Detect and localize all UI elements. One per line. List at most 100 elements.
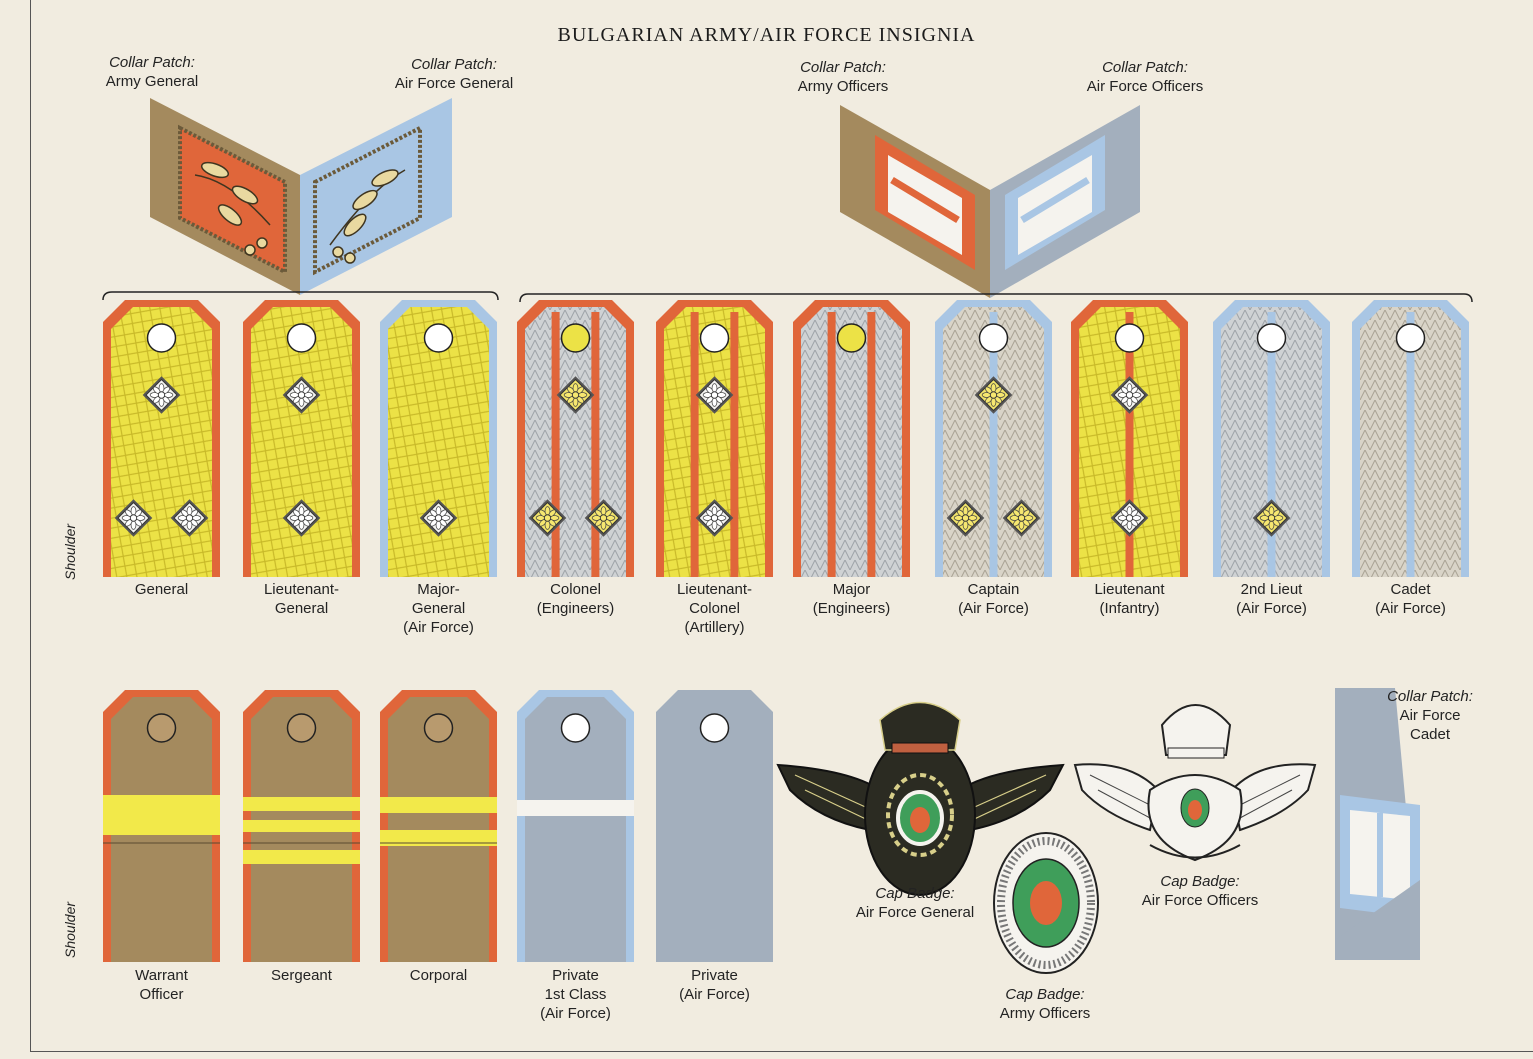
collar-patch-air-force-officers [990, 105, 1140, 298]
side-label-shoulder-top: Shoulder [62, 523, 78, 580]
button-icon [1114, 323, 1145, 353]
rank-label-5: Lieutenant-Colonel(Artillery) [636, 580, 793, 637]
button-icon [1395, 323, 1426, 353]
label-line: Warrant [135, 967, 188, 984]
shoulder-board-2 [243, 300, 360, 577]
cap-label-army-officers: Cap Badge:Army Officers [999, 986, 1091, 1022]
label-line: 1st Class [544, 986, 607, 1003]
rank-bar [243, 797, 360, 811]
rank-label-10: Cadet (Air Force) [1332, 580, 1489, 637]
collar-label-army-general: Collar Patch:Army General [105, 54, 199, 90]
button-icon [560, 323, 591, 353]
label-line: (Air Force) [540, 1005, 611, 1022]
label-line: (Air Force) [958, 600, 1029, 617]
collar-patch-army-officers [840, 105, 990, 298]
button-icon [146, 323, 177, 353]
rank-label-4: Colonel (Engineers) [497, 580, 654, 637]
label-line: Private [552, 967, 599, 984]
shoulder-board-8 [1071, 300, 1188, 577]
button-icon [699, 713, 730, 743]
rank-bar [380, 797, 497, 813]
collar-label-army-officers: Collar Patch:Army Officers [797, 59, 889, 95]
label-line: General [411, 600, 466, 617]
cap-badge-air-force-officers [1073, 704, 1317, 862]
label-line: (Air Force) [403, 619, 474, 636]
enlisted-board-4 [517, 690, 634, 962]
button-icon [978, 323, 1009, 353]
button-icon [1256, 323, 1287, 353]
side-label-shoulder-bottom: Shoulder [62, 901, 78, 958]
label-line: (Artillery) [684, 619, 745, 636]
button-icon [423, 713, 454, 743]
collar-label-air-force-general: Collar Patch:Air Force General [394, 56, 514, 92]
label-line: Private [691, 967, 738, 984]
collar-label-air-force-officers: Collar Patch:Air Force Officers [1086, 59, 1204, 95]
label-line: Lieutenant- [676, 581, 753, 598]
label-line: Major- [417, 581, 460, 598]
label-line: Sergeant [271, 967, 332, 984]
rank-label-1: General [83, 580, 240, 637]
collar-patch-army-general [150, 98, 300, 295]
rank-label-8: Lieutenant (Infantry) [1051, 580, 1208, 637]
brace-officers [519, 293, 1473, 303]
plate-frame [30, 0, 1533, 1052]
button-icon [560, 713, 591, 743]
label-line: Captain [967, 581, 1020, 598]
label-line: (Air Force) [1375, 600, 1446, 617]
rank-bar [380, 830, 497, 846]
enlisted-board-2 [243, 690, 360, 962]
label-line: Officer [139, 986, 184, 1003]
cap-badge-army-officers [993, 832, 1099, 974]
label-line: (Air Force) [1236, 600, 1307, 617]
enlisted-board-3 [380, 690, 497, 962]
page-title: BULGARIAN ARMY/AIR FORCE INSIGNIA [557, 24, 976, 46]
shoulder-board-9 [1213, 300, 1330, 577]
rank-bar [243, 850, 360, 864]
label-line: General [274, 600, 329, 617]
enlisted-label-5: Private(Air Force) [636, 966, 793, 1023]
enlisted-label-2: Sergeant [223, 966, 380, 1023]
label-line: (Engineers) [536, 600, 615, 617]
button-icon [286, 713, 317, 743]
label-line: Lieutenant [1094, 581, 1165, 598]
button-icon [699, 323, 730, 353]
brace-generals [102, 291, 499, 301]
rank-bar [517, 800, 634, 816]
cap-label-air-force-general: Cap Badge:Air Force General [855, 885, 975, 921]
button-icon [286, 323, 317, 353]
rank-label-7: Captain (Air Force) [915, 580, 1072, 637]
rank-bar [103, 795, 220, 835]
shoulder-board-1 [103, 300, 220, 577]
enlisted-board-1 [103, 690, 220, 962]
label-line: General [134, 581, 189, 598]
label-line: (Infantry) [1099, 600, 1160, 617]
shoulder-board-5 [656, 300, 773, 577]
collar-patch-air-force-cadet [1335, 688, 1420, 960]
button-icon [146, 713, 177, 743]
shoulder-board-3 [380, 300, 497, 577]
label-line: (Engineers) [812, 600, 891, 617]
button-icon [836, 323, 867, 353]
enlisted-label-4: Private 1st Class (Air Force) [497, 966, 654, 1023]
label-line: 2nd Lieut [1240, 581, 1303, 598]
label-line: Major [832, 581, 871, 598]
label-line: Lieutenant- [263, 581, 340, 598]
rank-label-2: Lieutenant- General [223, 580, 380, 637]
enlisted-board-5 [656, 690, 773, 962]
cap-badge-air-force-general [776, 701, 1065, 896]
rank-bar [243, 820, 360, 832]
cap-label-air-force-officers: Cap Badge:Air Force Officers [1141, 873, 1259, 909]
rank-label-6: Major (Engineers) [773, 580, 930, 637]
label-line: Cadet [1390, 581, 1431, 598]
rank-label-3: Major- General (Air Force) [360, 580, 517, 637]
label-line: Colonel [550, 581, 601, 598]
shoulder-board-7 [935, 300, 1052, 577]
rank-label-9: 2nd Lieut (Air Force) [1193, 580, 1350, 637]
label-line: Corporal [409, 967, 468, 984]
button-icon [423, 323, 454, 353]
collar-patch-air-force-general [300, 98, 452, 295]
shoulder-board-4 [517, 300, 634, 577]
